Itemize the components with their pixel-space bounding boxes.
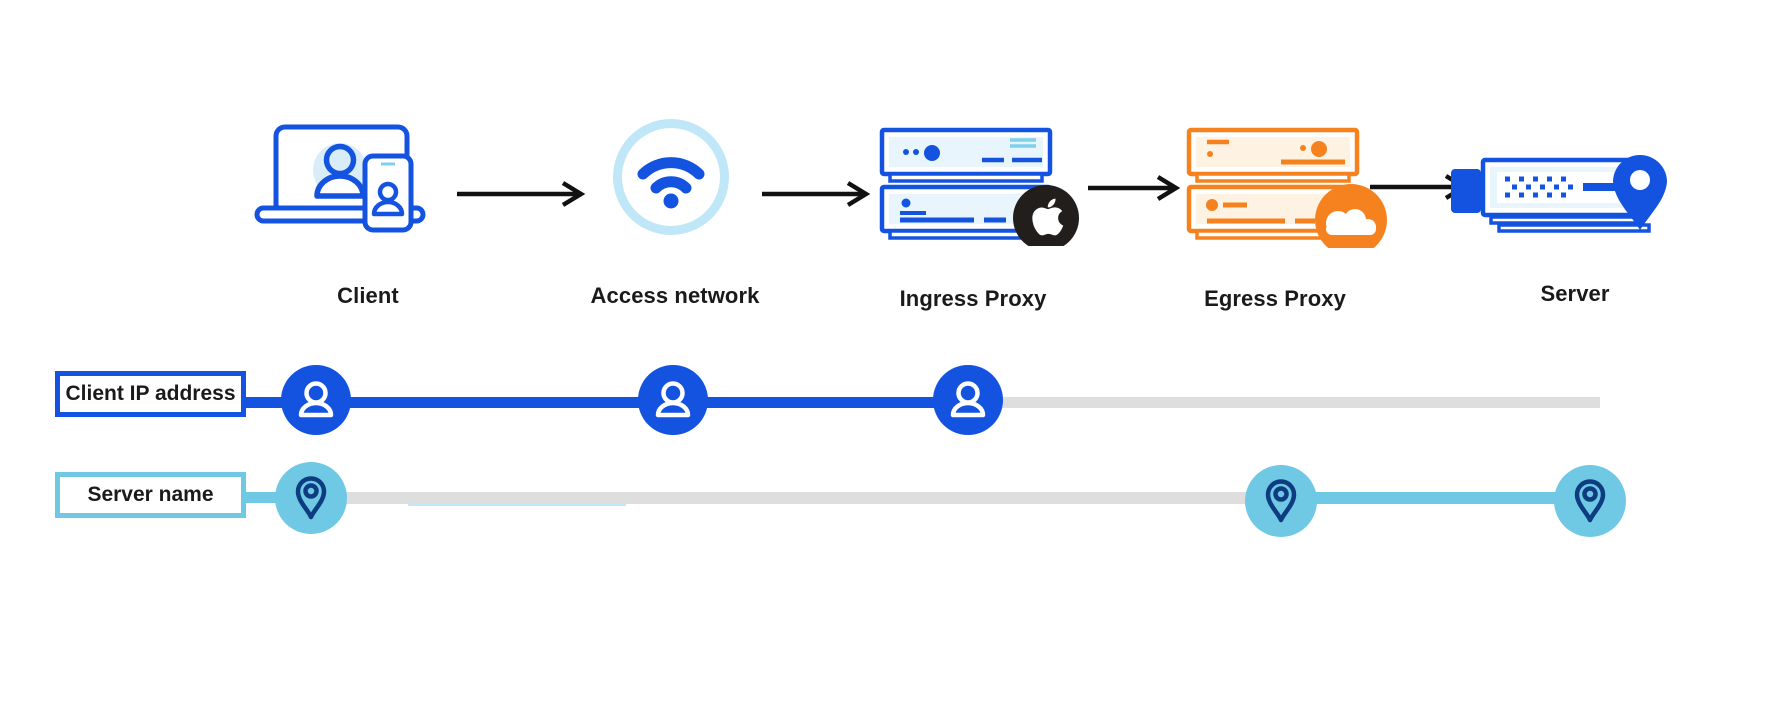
track-highlight-line <box>408 503 626 506</box>
arrow-ingress-to-egress <box>1088 175 1181 201</box>
apple-logo-badge <box>1013 185 1079 246</box>
server-location-icon <box>1451 155 1667 233</box>
server-name-box: Server name <box>55 472 246 518</box>
stage-label-client: Client <box>337 283 399 308</box>
ingress-proxy-icon <box>879 127 1079 246</box>
server-name-track-visible-segment <box>1281 492 1590 504</box>
stage-label-ingress: Ingress Proxy <box>899 286 1047 311</box>
person-icon <box>298 381 334 418</box>
stage-label-server: Server <box>1540 281 1610 306</box>
client-ip-address-label: Client IP address <box>65 382 236 405</box>
location-pin-icon <box>1574 479 1606 523</box>
egress-proxy-icon <box>1186 127 1387 248</box>
cloudflare-logo-badge <box>1315 184 1387 248</box>
person-icon <box>950 381 986 418</box>
client-ip-node-ingress <box>933 365 1003 435</box>
arrow-client-to-access <box>457 181 586 207</box>
client-devices-icon <box>254 124 426 233</box>
stage-label-access: Access network <box>590 283 760 308</box>
person-icon <box>655 381 691 418</box>
access-network-circle <box>613 119 729 235</box>
client-ip-track-hidden-segment <box>1002 397 1600 408</box>
location-pin-icon <box>1265 479 1297 523</box>
client-ip-node-access <box>638 365 708 435</box>
server-name-node-server <box>1554 465 1626 537</box>
client-ip-address-box: Client IP address <box>55 371 246 417</box>
wifi-icon <box>637 157 705 209</box>
stage-label-egress: Egress Proxy <box>1204 286 1346 311</box>
location-pin-icon <box>295 476 327 520</box>
client-ip-node-client <box>281 365 351 435</box>
arrow-access-to-ingress <box>762 181 871 207</box>
client-ip-track-visible-segment <box>246 397 1002 408</box>
server-name-node-client <box>275 462 347 534</box>
location-pin-solid-icon <box>1613 155 1667 230</box>
server-name-node-egress <box>1245 465 1317 537</box>
server-name-label: Server name <box>87 483 214 506</box>
server-name-track-hidden-segment <box>311 492 1281 504</box>
